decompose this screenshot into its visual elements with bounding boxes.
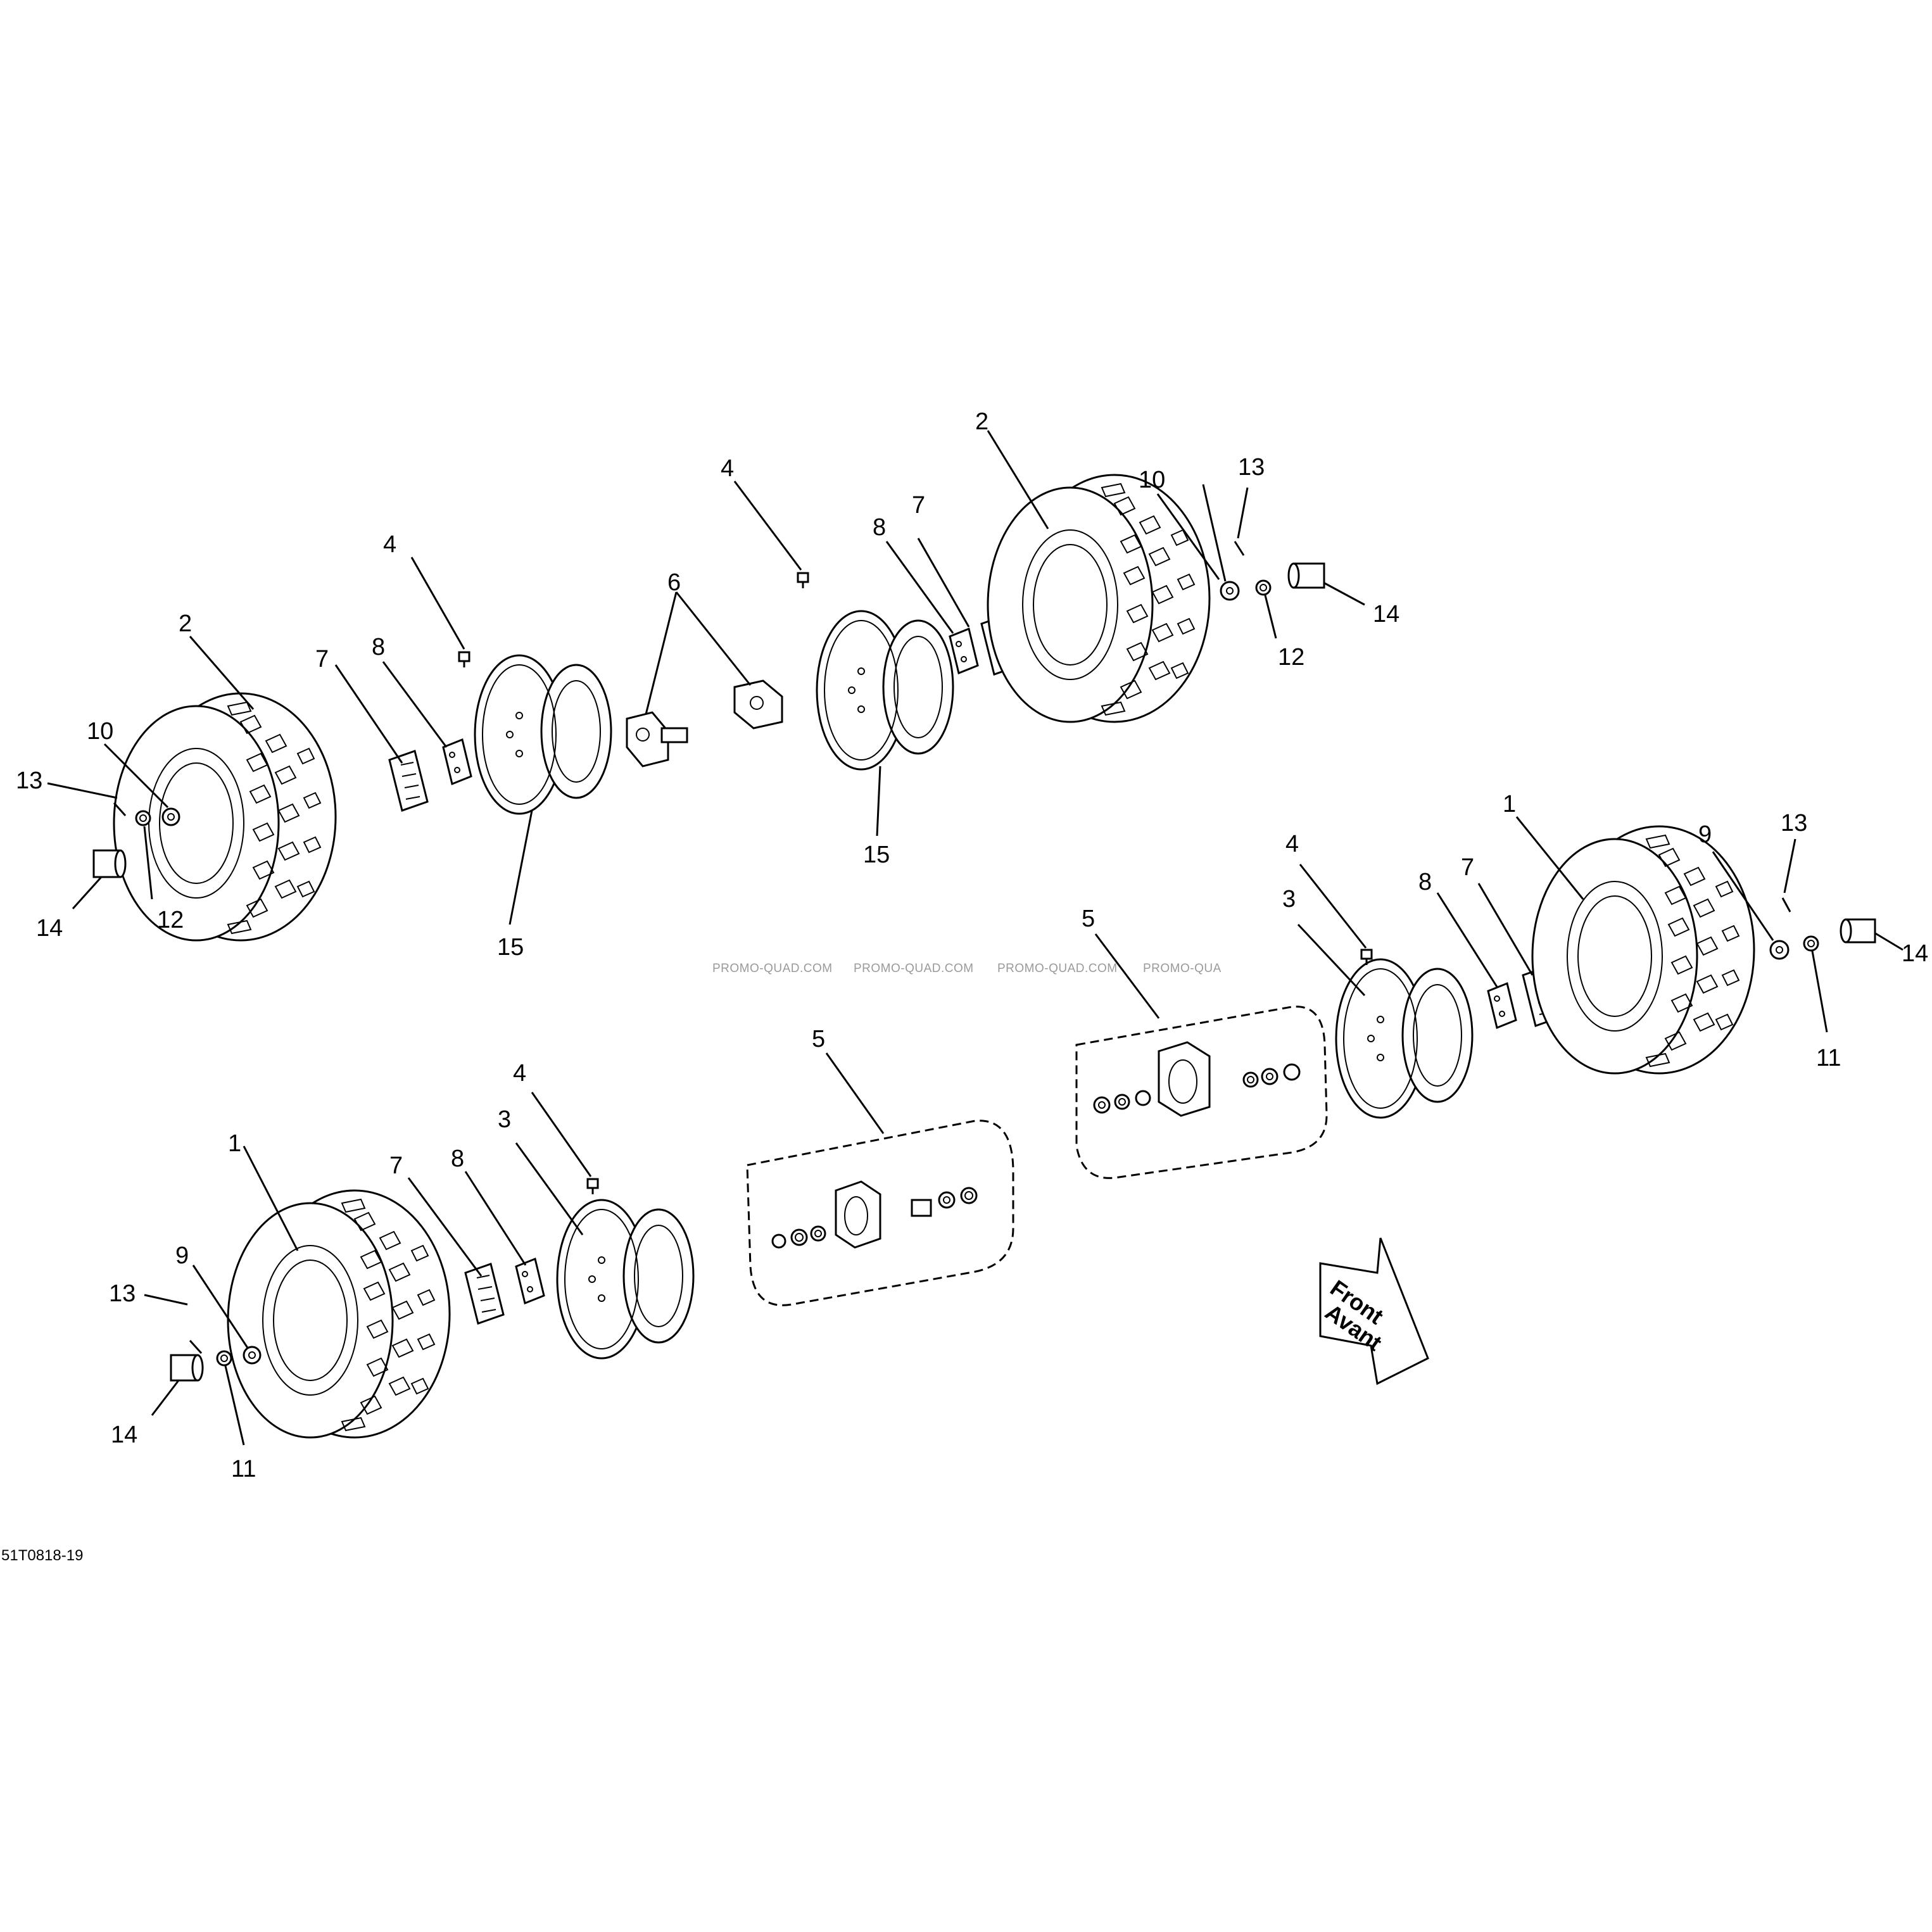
callout-8: 8 [1418,869,1432,895]
valve-stem-upper-right [1234,541,1245,556]
wheel-hub-flange-right [733,679,783,729]
callout-15: 15 [863,842,890,868]
callout-4: 4 [513,1060,526,1087]
callout-10: 10 [87,718,113,745]
wheel-nut-lower-right [1803,935,1819,952]
callout-8: 8 [451,1146,464,1172]
callout-8: 8 [873,514,886,541]
hub-kit-right [1075,1006,1328,1179]
callout-9: 9 [1698,821,1712,848]
center-cap-upper-right [1287,562,1325,589]
wheel-nut-upper-right [1255,579,1272,596]
front-direction-arrow: Front Avant [1319,1237,1429,1386]
callout-15: 15 [497,934,524,961]
tire-assembly-front-left [227,1189,451,1439]
lug-studs-lower-left [464,1263,505,1325]
lug-plate-upper-right [949,628,979,674]
valve-cap-lower-right [1769,940,1790,960]
lug-screw-lower-left [586,1178,599,1194]
callout-3: 3 [1282,886,1296,912]
callout-11: 11 [231,1456,256,1482]
callout-5: 5 [812,1026,825,1052]
callout-2: 2 [975,408,988,435]
callout-4: 4 [1285,831,1299,857]
valve-cap-upper-right [1220,581,1240,601]
callout-1: 1 [228,1130,241,1157]
wheel-nut-lower-left [216,1350,232,1367]
drawing-code: 51T0818-19 [1,1547,83,1564]
callout-14: 14 [36,915,63,942]
wheel-nut-upper-left [135,810,151,826]
hub-kit-left [746,1120,1014,1306]
wheel-hub-flange-left [626,711,688,767]
lug-screw-lower-right [1360,949,1373,965]
wheel-rim-front-right [1335,958,1474,1119]
watermark-text: PROMO-QUAD.COM [712,962,833,975]
lug-plate-upper-left [442,738,472,785]
tire-assembly-rear-right [987,474,1211,723]
wheel-rim-rear-left [474,654,612,815]
callout-13: 13 [1238,454,1265,481]
center-cap-upper-left [92,849,127,878]
callout-7: 7 [315,646,329,672]
callout-13: 13 [16,767,42,794]
wheel-rim-front-left [556,1199,695,1360]
valve-stem-upper-left [113,802,127,817]
callout-4: 4 [721,455,734,482]
callout-9: 9 [175,1242,189,1269]
lug-screw-upper-right [797,572,809,588]
lug-screw-upper-left [458,651,470,667]
callout-7: 7 [1461,854,1474,881]
valve-cap-lower-left [243,1346,262,1365]
callout-7: 7 [912,492,925,519]
lug-plate-lower-left [515,1258,545,1304]
callout-7: 7 [389,1152,403,1179]
valve-cap-upper-left [161,807,180,826]
callout-13: 13 [1781,810,1807,837]
center-cap-lower-left [170,1354,204,1382]
center-cap-lower-right [1840,918,1876,944]
callout-10: 10 [1139,467,1165,493]
watermark-text: PROMO-QUAD.COM [854,962,974,975]
callout-11: 11 [1816,1045,1841,1071]
callout-4: 4 [383,531,396,558]
lug-plate-lower-right [1487,982,1517,1029]
callout-5: 5 [1082,906,1095,932]
valve-stem-lower-left [189,1339,203,1354]
watermark-text: PROMO-QUA [1143,962,1222,975]
watermark-text: PROMO-QUAD.COM [997,962,1118,975]
callout-13: 13 [109,1280,136,1307]
callout-14: 14 [1373,601,1399,628]
leader-lines [47,430,1904,1446]
callout-2: 2 [179,610,192,637]
lug-studs-upper-left [388,750,429,812]
callout-14: 14 [1902,940,1928,967]
valve-stem-lower-right [1781,897,1791,912]
callout-14: 14 [111,1422,137,1448]
callout-6: 6 [667,569,681,596]
callout-12: 12 [157,907,184,933]
callout-labels: 2 10 13 14 12 7 8 4 6 15 4 2 10 13 12 14… [16,408,1928,1482]
callout-12: 12 [1278,644,1304,671]
callout-1: 1 [1503,791,1516,818]
callout-8: 8 [372,634,385,660]
wheel-rim-rear-right [816,610,954,771]
callout-3: 3 [498,1106,511,1133]
watermark-strip: PROMO-QUAD.COM PROMO-QUAD.COM PROMO-QUAD… [712,962,1222,975]
